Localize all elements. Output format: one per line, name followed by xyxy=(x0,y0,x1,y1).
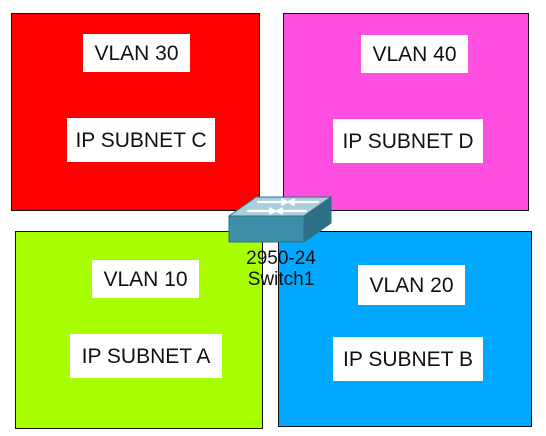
switch-label: 2950-24 Switch1 xyxy=(226,248,336,290)
vlan30-subnet-label: IP SUBNET C xyxy=(67,118,215,162)
switch-name-label: Switch1 xyxy=(247,268,315,290)
switch-model-label: 2950-24 xyxy=(246,248,316,269)
vlan20-label: VLAN 20 xyxy=(358,265,465,305)
vlan10-subnet-label: IP SUBNET A xyxy=(70,334,222,378)
vlan30-label: VLAN 30 xyxy=(83,34,190,72)
vlan20-zone xyxy=(278,231,532,427)
vlan20-subnet-label: IP SUBNET B xyxy=(333,337,483,381)
vlan10-label: VLAN 10 xyxy=(92,260,199,298)
vlan40-subnet-label: IP SUBNET D xyxy=(333,119,483,163)
network-switch-icon[interactable] xyxy=(228,194,332,246)
vlan40-label: VLAN 40 xyxy=(361,35,468,73)
